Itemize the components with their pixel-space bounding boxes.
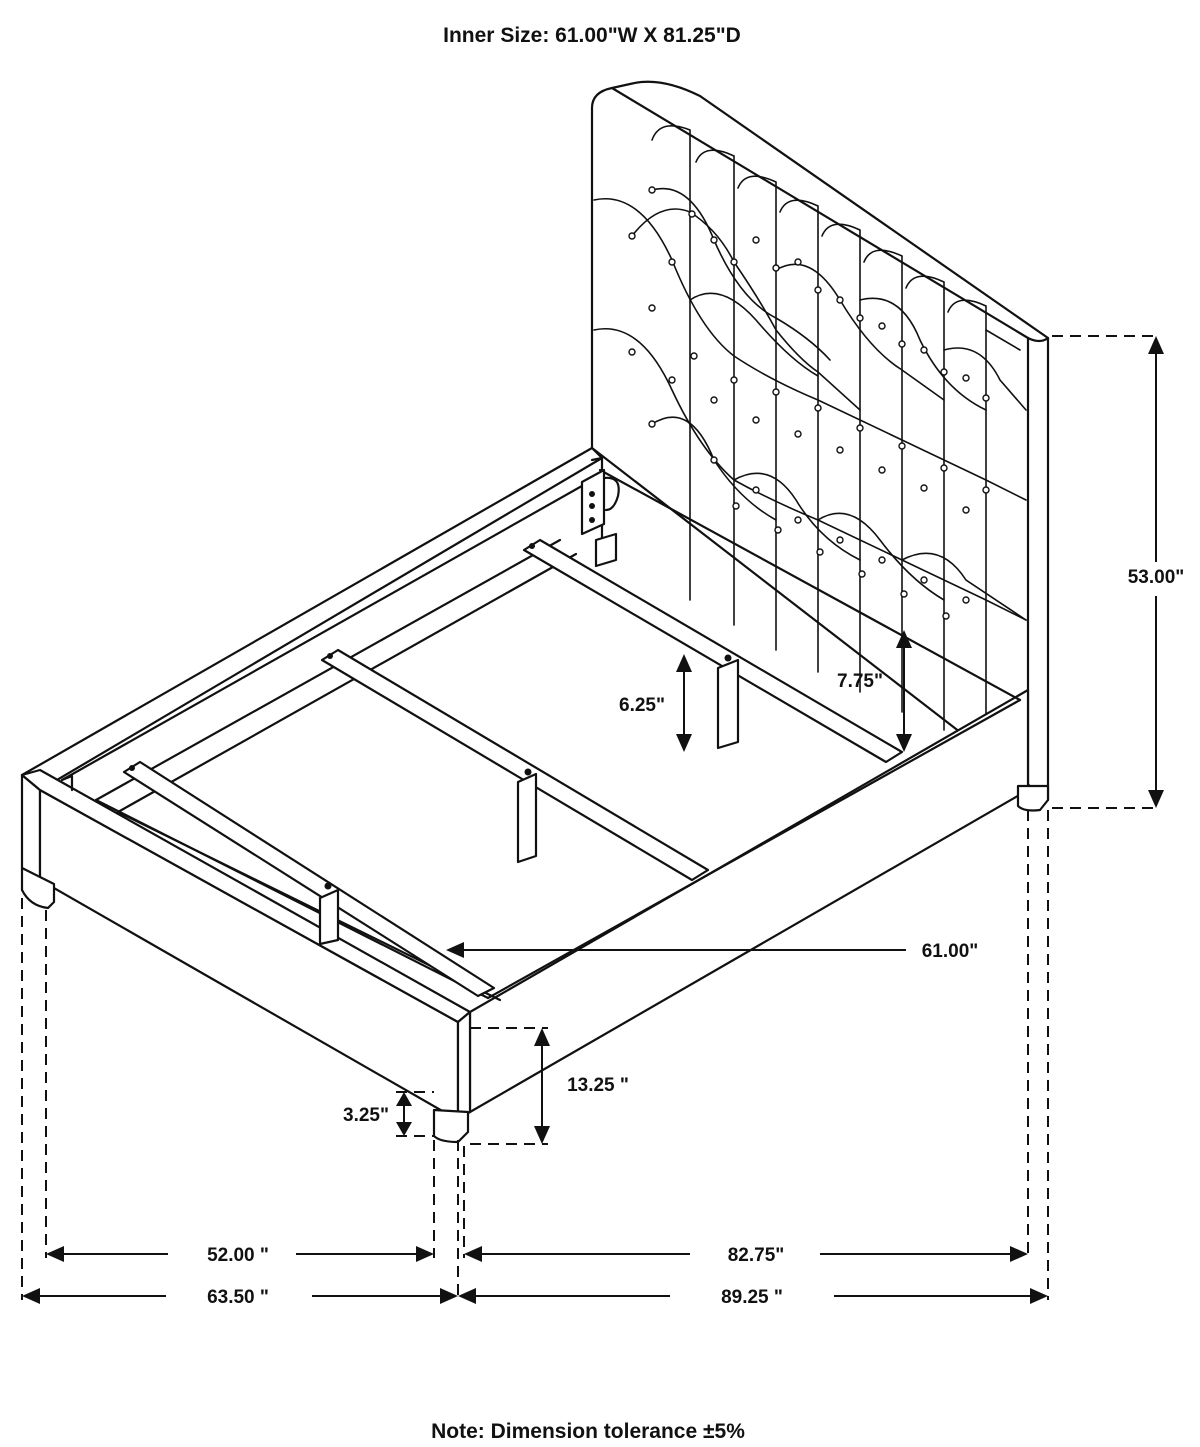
legs [20, 784, 1050, 1144]
dimension-slat-drop: 6.25" [619, 695, 665, 716]
arrowheads [22, 336, 1164, 1304]
diagram-title: Inner Size: 61.00"W X 81.25"D [443, 24, 741, 47]
tolerance-note: Note: Dimension tolerance ±5% [431, 1420, 745, 1443]
dimension-inner-length: 82.75" [728, 1245, 785, 1266]
bed-frame [20, 446, 1030, 1122]
dimension-inner-front-width: 52.00 " [207, 1245, 269, 1266]
dimension-inner-width: 61.00" [922, 941, 979, 962]
dimension-rail-clearance: 7.75" [837, 671, 883, 692]
dimension-side-rail-height: 13.25 " [567, 1075, 629, 1096]
dimension-overall-length: 89.25 " [721, 1287, 783, 1308]
dimension-overall-width: 63.50 " [207, 1287, 269, 1308]
slats [122, 532, 904, 998]
headboard [590, 80, 1050, 802]
dimension-headboard-height: 53.00" [1128, 567, 1185, 588]
tuft-buttons [628, 186, 990, 620]
dimension-leg-height: 3.25" [343, 1105, 389, 1126]
dimension-lines [21, 335, 1160, 1300]
